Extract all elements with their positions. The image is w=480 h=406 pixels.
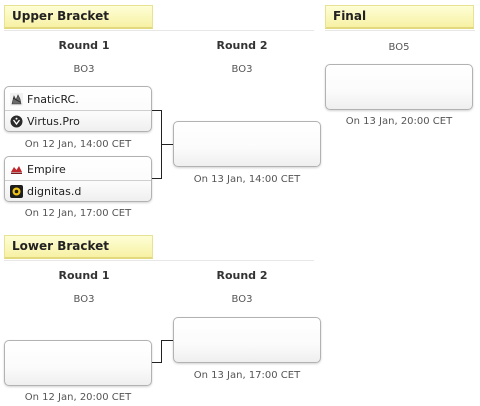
lower-bracket-divider [4,260,314,261]
final-format: BO5 [388,42,410,53]
lower-r1-match-time: On 12 Jan, 20:00 CET [24,392,132,403]
team-row-dignitas[interactable]: dignitas.d [5,181,151,202]
team-name: Empire [27,163,66,176]
team-name: FnaticRC. [27,93,79,106]
upper-round2-title: Round 2 [216,39,268,52]
dignitas-logo-icon [10,185,23,198]
lower-round1-format: BO3 [73,294,95,305]
upper-r2-match[interactable] [173,121,321,167]
upper-r1-match-2[interactable]: Empire dignitas.d [4,156,152,202]
lower-r2-match[interactable] [173,317,321,363]
empire-logo-icon [10,163,23,176]
final-match[interactable] [325,64,473,110]
upper-bracket-header: Upper Bracket [4,5,153,29]
upper-r1-match-1[interactable]: FnaticRC. Virtus.Pro [4,86,152,132]
connector-line [152,362,162,363]
upper-r2-match-time: On 13 Jan, 14:00 CET [193,174,301,185]
final-title: Final [333,9,367,23]
final-header: Final [325,5,474,29]
team-name: Virtus.Pro [27,115,80,128]
lower-r2-match-time: On 13 Jan, 17:00 CET [193,370,301,381]
lower-round2-format: BO3 [231,294,253,305]
fnatic-logo-icon [10,93,23,106]
upper-r1-match-2-time: On 12 Jan, 17:00 CET [24,208,132,219]
team-row-virtuspro[interactable]: Virtus.Pro [5,111,151,132]
match-divider [5,110,151,111]
upper-round1-format: BO3 [73,64,95,75]
upper-r1-match-1-time: On 12 Jan, 14:00 CET [24,139,132,150]
final-divider [325,30,475,31]
team-row-fnatic[interactable]: FnaticRC. [5,89,151,110]
upper-bracket-title: Upper Bracket [12,9,109,23]
connector-line [161,340,162,363]
connector-line [162,340,173,341]
connector-line [152,110,162,111]
virtuspro-logo-icon [10,115,23,128]
upper-round2-format: BO3 [231,64,253,75]
upper-bracket-divider [4,30,314,31]
match-divider [5,180,151,181]
connector-line [162,144,173,145]
lower-round2-title: Round 2 [216,269,268,282]
lower-bracket-header: Lower Bracket [4,235,153,259]
connector-line [161,110,162,179]
upper-round1-title: Round 1 [58,39,110,52]
lower-r1-match[interactable] [4,340,152,386]
lower-round1-title: Round 1 [58,269,110,282]
team-name: dignitas.d [27,185,82,198]
lower-bracket-title: Lower Bracket [12,239,110,253]
connector-line [152,178,162,179]
final-match-time: On 13 Jan, 20:00 CET [345,116,453,127]
team-row-empire[interactable]: Empire [5,159,151,180]
